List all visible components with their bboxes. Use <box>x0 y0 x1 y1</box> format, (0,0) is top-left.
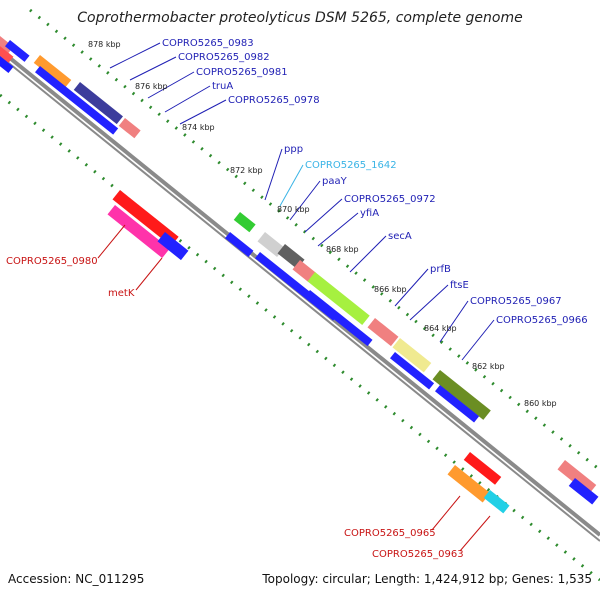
gene-feature-21[interactable] <box>305 289 373 347</box>
gene-feature-17[interactable] <box>392 338 432 373</box>
tick-label: 860 kbp <box>524 399 557 408</box>
gene-feature-24[interactable] <box>463 452 502 485</box>
dotted-guide-outer <box>29 8 600 472</box>
gene-label[interactable]: ppp <box>284 144 303 155</box>
map-title: Coprothermobacter proteolyticus DSM 5265… <box>77 10 523 26</box>
gene-feature-4[interactable] <box>73 81 123 125</box>
gene-label[interactable]: prfB <box>430 264 451 275</box>
gene-label[interactable]: COPRO5265_0963 <box>372 549 464 560</box>
tick-label: 872 kbp <box>230 166 263 175</box>
dotted-guide-inner <box>0 93 600 582</box>
leader-line <box>97 224 126 259</box>
tick-label: 864 kbp <box>424 324 457 333</box>
gene-label[interactable]: ftsE <box>450 280 469 291</box>
gene-feature-27[interactable] <box>557 460 597 495</box>
gene-label[interactable]: COPRO5265_1642 <box>305 160 397 171</box>
leader-line <box>129 56 177 81</box>
leader-line <box>304 198 343 233</box>
gene-feature-2[interactable] <box>0 48 14 73</box>
gene-label[interactable]: COPRO5265_0966 <box>496 315 588 326</box>
leader-line <box>164 85 211 113</box>
gene-feature-14[interactable] <box>292 260 316 282</box>
leader-line <box>264 148 283 201</box>
tick-label: 876 kbp <box>135 82 168 91</box>
gene-feature-11[interactable] <box>233 212 256 233</box>
leader-line <box>439 300 469 343</box>
leader-line <box>279 164 304 207</box>
leader-line <box>135 257 163 291</box>
leader-line <box>394 268 429 307</box>
gene-feature-13[interactable] <box>277 244 305 269</box>
gene-feature-22[interactable] <box>390 351 435 390</box>
leader-line <box>289 180 321 221</box>
gene-label[interactable]: secA <box>388 231 412 242</box>
accession-text: Accession: NC_011295 <box>8 572 145 586</box>
gene-label[interactable]: COPRO5265_0980 <box>6 256 98 267</box>
gene-label[interactable]: metK <box>108 288 135 299</box>
leader-line <box>147 71 195 99</box>
genome-summary-text: Topology: circular; Length: 1,424,912 bp… <box>262 572 592 586</box>
gene-label[interactable]: COPRO5265_0965 <box>344 528 436 539</box>
gene-feature-23[interactable] <box>435 384 480 423</box>
gene-feature-7[interactable] <box>5 40 30 62</box>
gene-feature-19[interactable] <box>225 231 254 257</box>
leader-line <box>459 515 491 552</box>
tick-label: 862 kbp <box>472 362 505 371</box>
gene-feature-3[interactable] <box>33 54 72 88</box>
gene-feature-16[interactable] <box>367 318 399 347</box>
gene-label[interactable]: COPRO5265_0982 <box>178 52 270 63</box>
gene-feature-9[interactable] <box>107 205 170 259</box>
leader-line <box>349 235 387 273</box>
leader-line <box>461 319 495 361</box>
gene-label[interactable]: COPRO5265_0972 <box>344 194 436 205</box>
gene-feature-28[interactable] <box>568 477 599 505</box>
leader-line <box>431 495 461 531</box>
gene-feature-12[interactable] <box>257 232 285 257</box>
backbone-line-inner <box>0 55 600 542</box>
gene-label[interactable]: COPRO5265_0967 <box>470 296 562 307</box>
gene-label[interactable]: paaY <box>322 176 348 187</box>
gene-label[interactable]: COPRO5265_0983 <box>162 38 254 49</box>
gene-label[interactable]: COPRO5265_0981 <box>196 67 288 78</box>
leader-line <box>317 212 359 247</box>
gene-feature-10[interactable] <box>157 232 189 261</box>
gene-feature-1[interactable] <box>0 38 14 63</box>
gene-feature-5[interactable] <box>118 118 141 139</box>
tick-label: 868 kbp <box>326 245 359 254</box>
leader-line <box>109 42 161 69</box>
gene-label[interactable]: yfiA <box>360 208 379 219</box>
gene-feature-25[interactable] <box>447 464 491 503</box>
gene-feature-15[interactable] <box>307 272 370 326</box>
gene-label[interactable]: COPRO5265_0978 <box>228 95 320 106</box>
tick-label: 878 kbp <box>88 40 121 49</box>
gene-feature-26[interactable] <box>483 490 510 514</box>
tick-label: 874 kbp <box>182 123 215 132</box>
gene-feature-6[interactable] <box>35 66 119 135</box>
tick-label: 866 kbp <box>374 285 407 294</box>
gene-label[interactable]: truA <box>212 81 233 92</box>
gene-feature-8[interactable] <box>112 190 179 247</box>
gene-feature-18[interactable] <box>432 370 491 420</box>
leader-line <box>409 284 449 321</box>
tick-label: 870 kbp <box>277 205 310 214</box>
leader-line <box>179 99 227 125</box>
